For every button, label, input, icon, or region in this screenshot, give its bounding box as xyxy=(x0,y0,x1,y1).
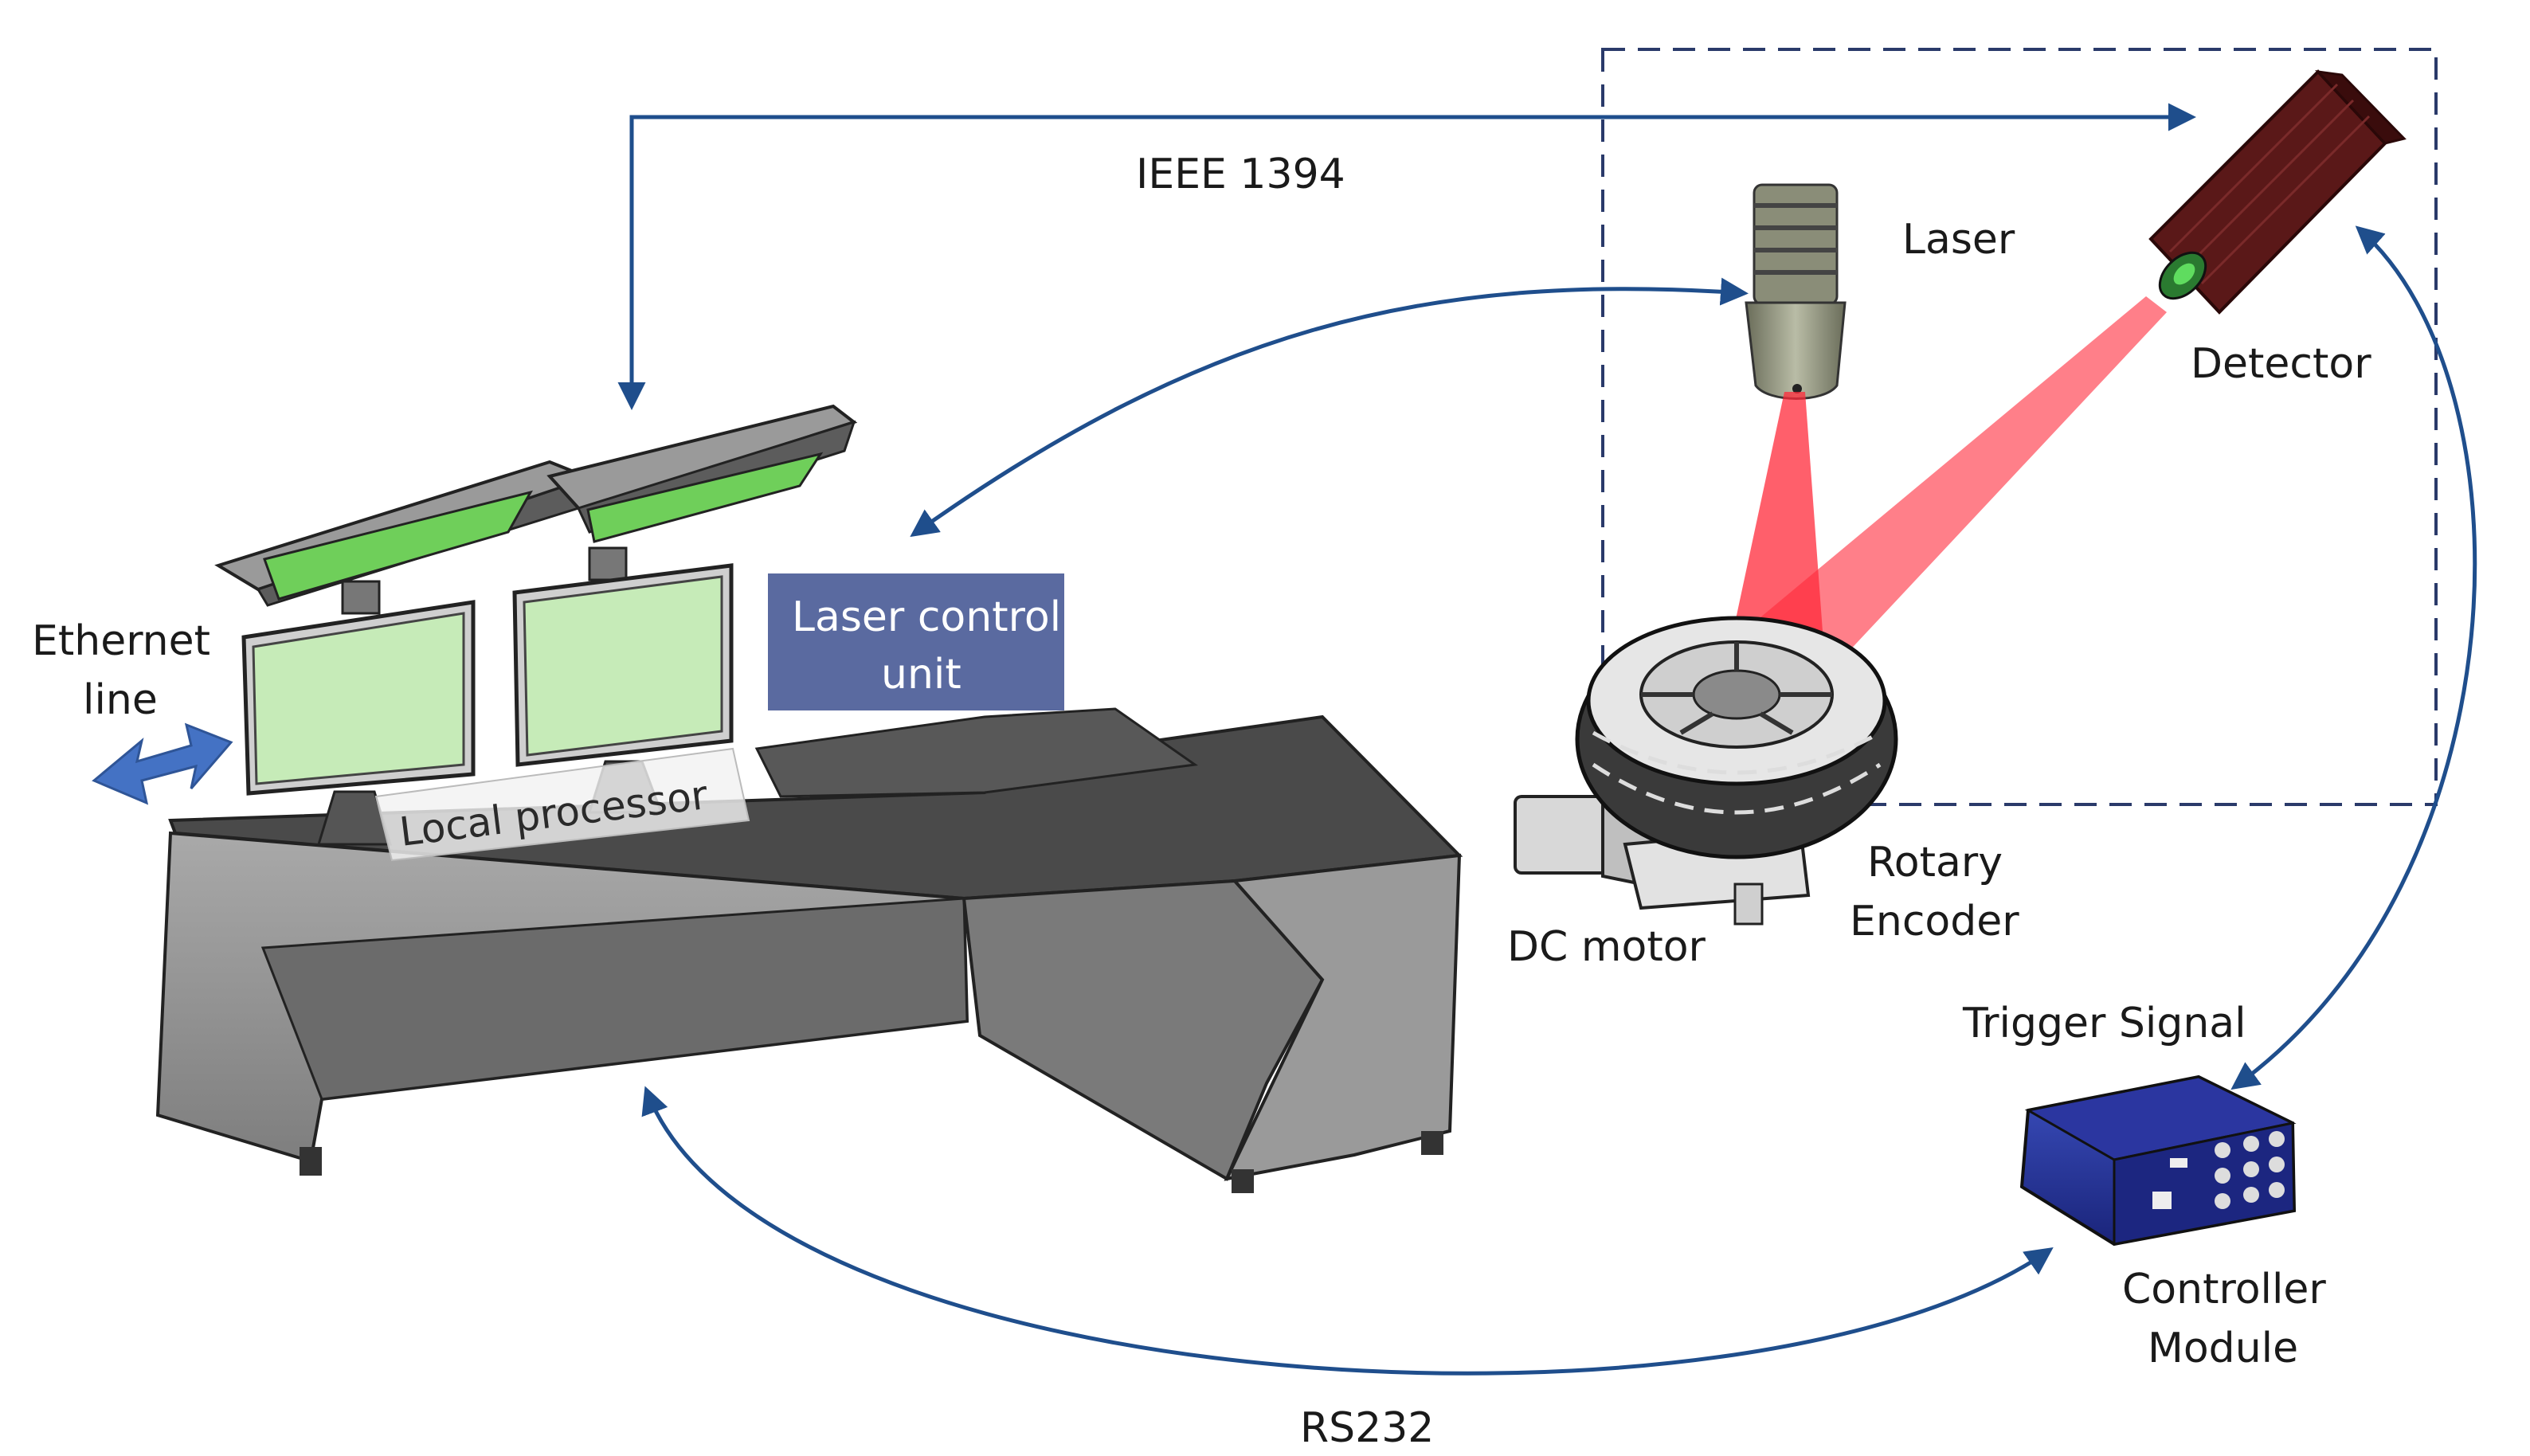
ieee1394-label: IEEE 1394 xyxy=(1136,151,1345,198)
sensor-enclosure-dashed-box xyxy=(1601,48,2438,806)
trigger-signal-label: Trigger Signal xyxy=(1962,1000,2246,1047)
control-desk xyxy=(155,707,1463,1193)
laser-beams xyxy=(1730,296,2167,669)
dc-motor-label: DC motor xyxy=(1507,923,1706,971)
local-processor-plate xyxy=(374,747,750,862)
detector-device xyxy=(2148,69,2407,315)
rotary-encoder-label-1: Rotary xyxy=(1867,839,2003,887)
laser-device xyxy=(1745,183,1847,400)
laser-control-unit-box xyxy=(768,573,1064,710)
ethernet-double-arrow xyxy=(92,722,233,805)
ethernet-line-label-1: Ethernet xyxy=(32,617,210,665)
detector-label: Detector xyxy=(2191,340,2371,388)
controller-module-device xyxy=(2019,1074,2297,1247)
rotary-encoder-wheel xyxy=(1575,616,1898,859)
rotary-encoder-label-2: Encoder xyxy=(1850,898,2019,945)
ethernet-line-label-2: line xyxy=(83,676,158,724)
laser-control-label-2: unit xyxy=(881,651,961,699)
rs232-label: RS232 xyxy=(1300,1404,1434,1452)
trigger-signal-connection xyxy=(2230,225,2477,1090)
laser-control-connection xyxy=(910,277,1749,538)
monitor-array xyxy=(214,404,858,846)
controller-module-label-2: Module xyxy=(2148,1325,2298,1372)
rs232-connection xyxy=(641,1086,2054,1376)
laser-control-label-1: Laser control xyxy=(792,593,1061,641)
controller-module-label-1: Controller xyxy=(2122,1266,2326,1313)
ieee1394-connection xyxy=(617,103,2196,410)
laser-label: Laser xyxy=(1902,216,2015,264)
